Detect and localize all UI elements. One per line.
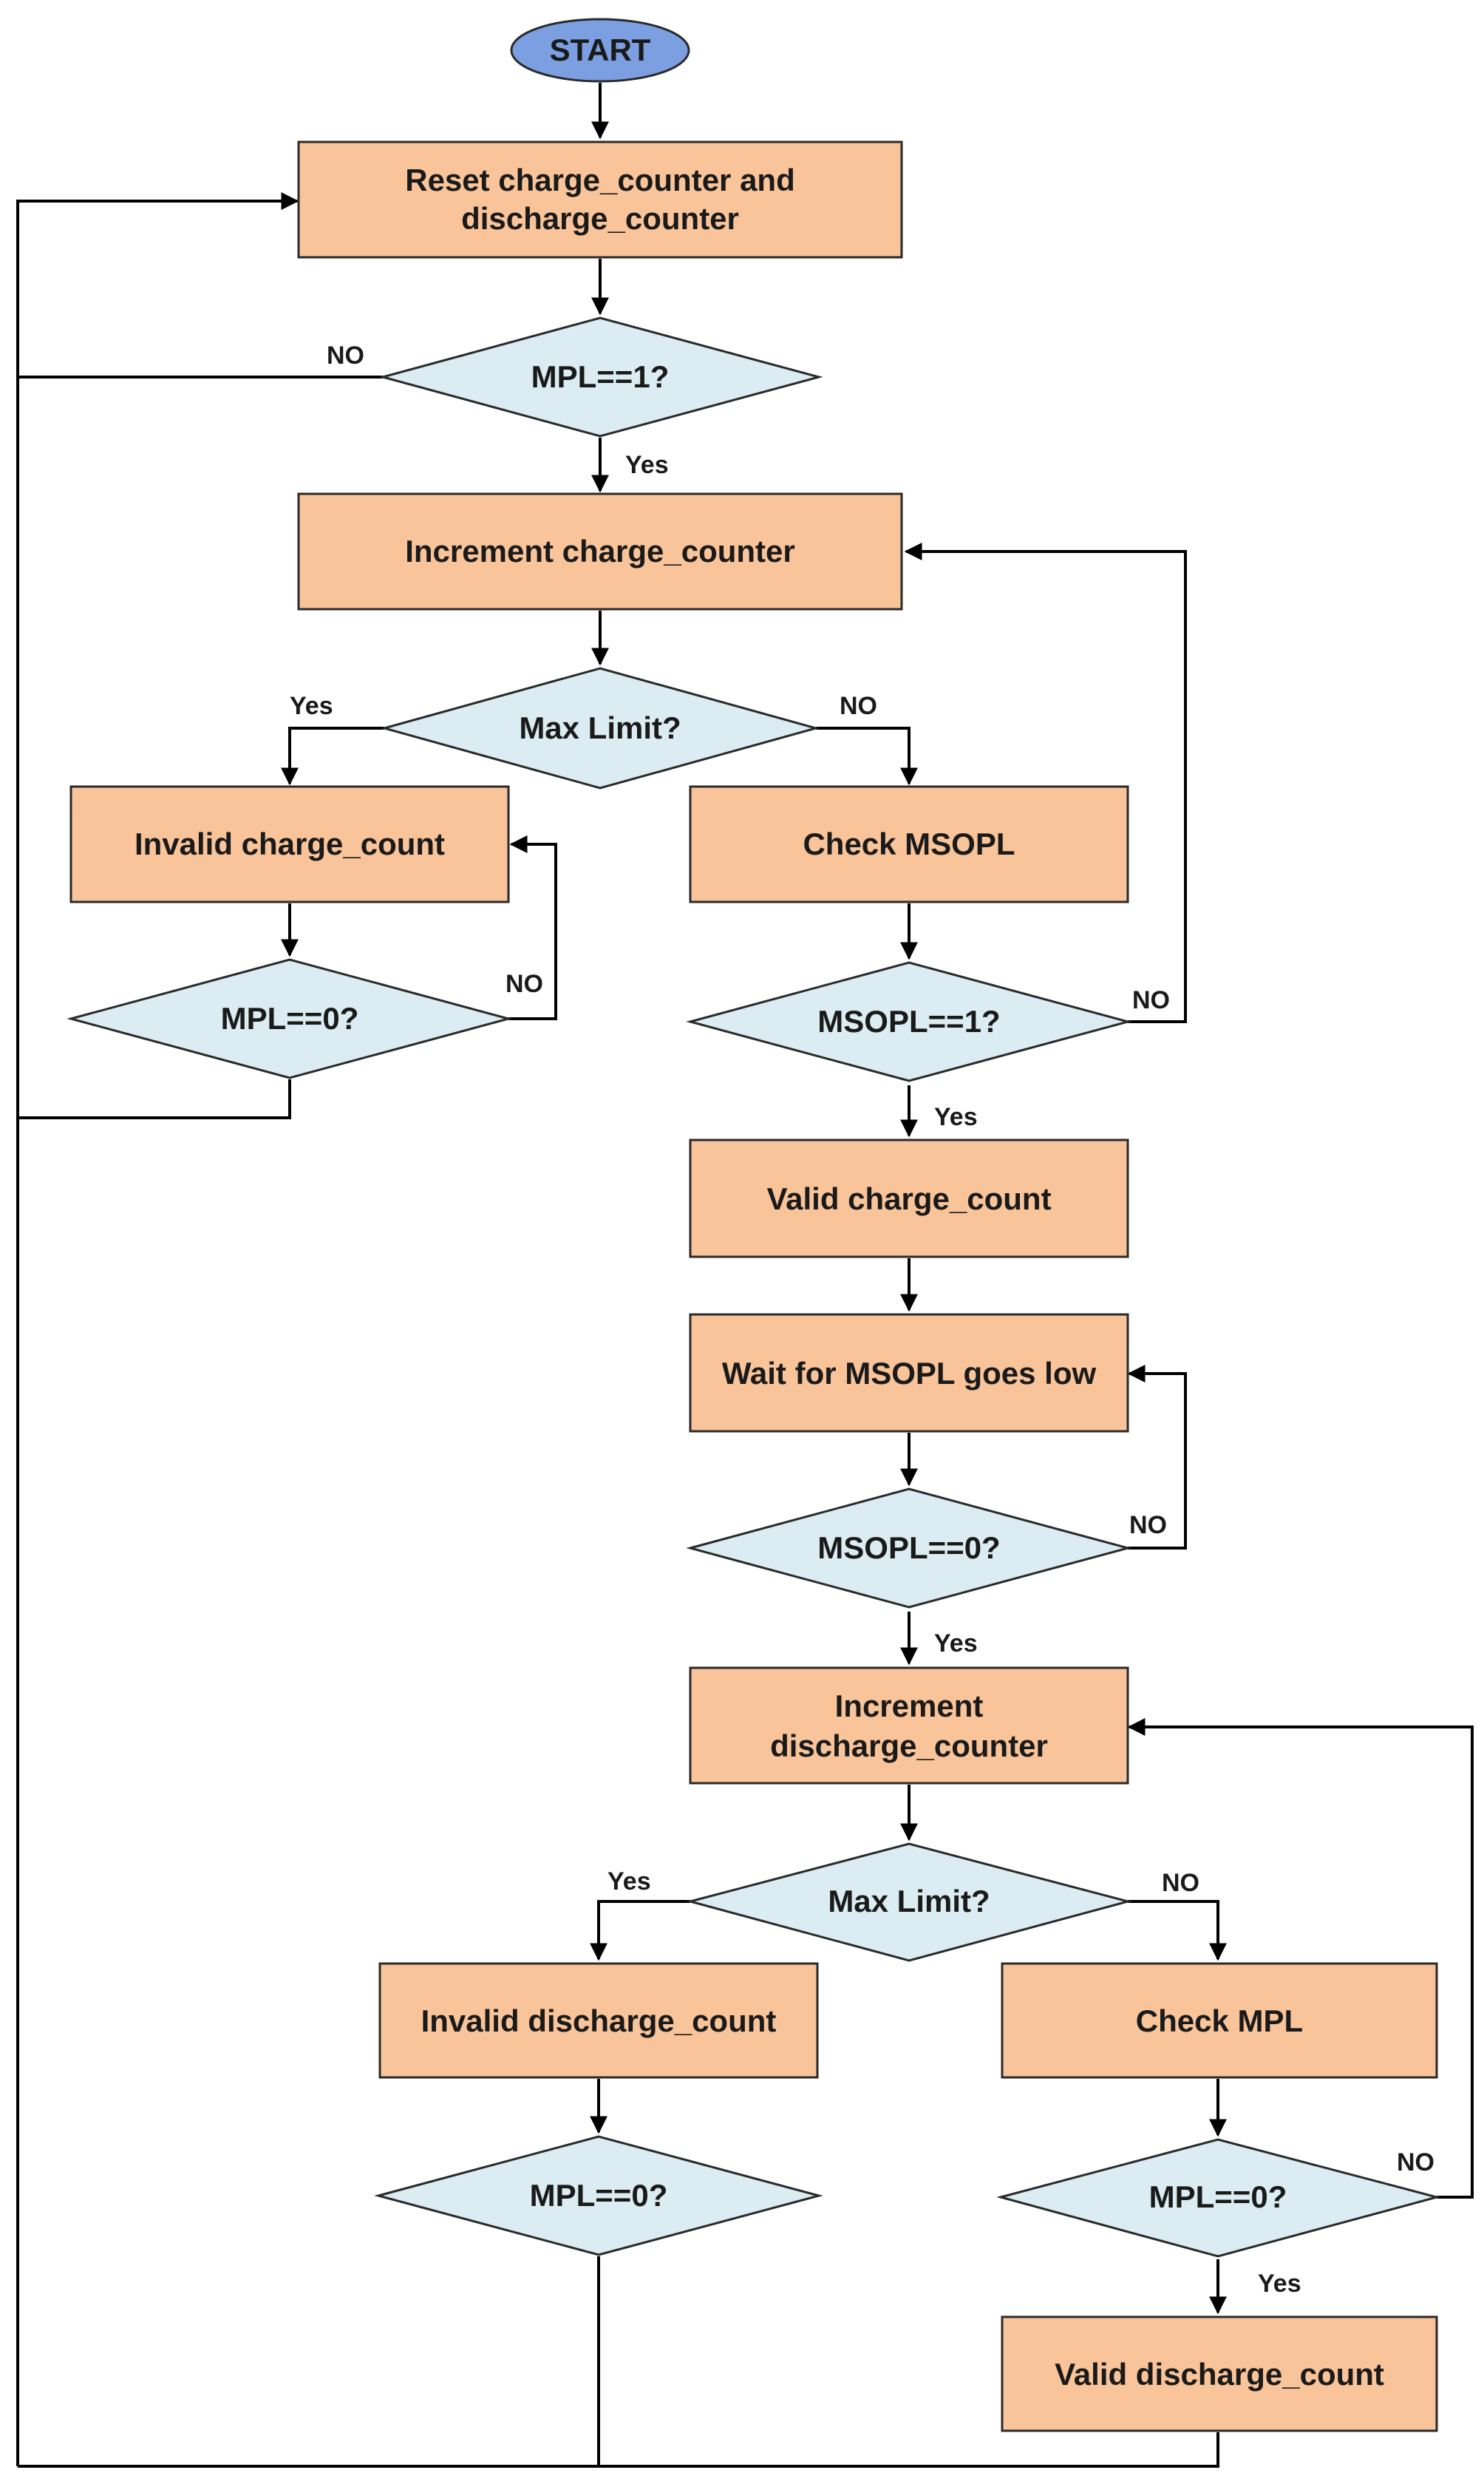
start-terminal: START <box>510 18 690 83</box>
connector-return-loop <box>16 192 299 2466</box>
check-msopl-process: Check MSOPL <box>689 785 1129 903</box>
msopl-eq-1-decision: MSOPL==1? <box>686 961 1132 1082</box>
check-mpl-label: Check MPL <box>1136 2003 1303 2038</box>
max-limit-discharge-label: Max Limit? <box>828 1884 990 1918</box>
edge-label-maxlimit1-no: NO <box>840 692 877 720</box>
invalid-charge-label: Invalid charge_count <box>135 827 445 861</box>
connector-mpl0a-exit <box>18 1079 291 1119</box>
edge-label-mpl1-no: NO <box>327 342 364 370</box>
connectors <box>16 83 1474 2468</box>
increment-charge-label: Increment charge_counter <box>405 534 795 569</box>
edge-label-mpl0c-no: NO <box>1397 2148 1434 2176</box>
check-mpl-process: Check MPL <box>1001 1962 1438 2079</box>
connector-msopl1-no <box>904 543 1187 1023</box>
start-label: START <box>550 33 651 67</box>
increment-discharge-process: Increment discharge_counter <box>689 1666 1129 1785</box>
connector-maxlimit1-no <box>816 727 918 786</box>
valid-discharge-process: Valid discharge_count <box>1001 2315 1438 2432</box>
wait-msopl-low-label: Wait for MSOPL goes low <box>722 1356 1097 1391</box>
connector-maxlimit2-yes <box>590 1900 690 1961</box>
mpl-eq-0-discharge-right-decision: MPL==0? <box>996 2138 1441 2258</box>
edge-label-mpl1-yes: Yes <box>625 451 669 479</box>
mpl-eq-1-label: MPL==1? <box>531 359 670 394</box>
reset-counters-process: Reset charge_counter and discharge_count… <box>297 140 903 259</box>
connector-mpl0c-no <box>1127 1718 1474 2199</box>
edge-label-msopl1-no: NO <box>1132 986 1170 1014</box>
connector-msopl0-no <box>1127 1365 1187 1550</box>
msopl-eq-1-label: MSOPL==1? <box>817 1004 1000 1039</box>
connector-mpl0a-no <box>508 835 557 1020</box>
connector-maxlimit2-no <box>1128 1900 1227 1961</box>
edge-label-mpl0c-yes: Yes <box>1258 2270 1301 2298</box>
increment-discharge-label-line2: discharge_counter <box>770 1728 1048 1763</box>
reset-label-line1: Reset charge_counter and <box>405 163 795 197</box>
max-limit-charge-label: Max Limit? <box>519 710 681 745</box>
invalid-charge-process: Invalid charge_count <box>69 785 510 903</box>
edge-label-maxlimit2-yes: Yes <box>607 1867 651 1896</box>
connector-maxlimit1-yes <box>281 727 384 786</box>
mpl-eq-0-charge-decision: MPL==0? <box>67 958 513 1079</box>
edge-label-mpl0a-no: NO <box>506 970 543 998</box>
connector-validdis-exit <box>18 2432 1219 2468</box>
edge-label-maxlimit1-yes: Yes <box>290 692 333 720</box>
increment-discharge-label-line1: Increment <box>835 1689 984 1723</box>
valid-charge-process: Valid charge_count <box>689 1138 1129 1258</box>
mpl-eq-1-decision: MPL==1? <box>378 316 823 438</box>
valid-discharge-label: Valid discharge_count <box>1055 2357 1384 2392</box>
edge-label-msopl0-no: NO <box>1129 1511 1167 1539</box>
msopl-eq-0-decision: MSOPL==0? <box>686 1487 1132 1609</box>
edge-label-msopl0-yes: Yes <box>934 1629 978 1657</box>
edge-label-maxlimit2-no: NO <box>1162 1869 1199 1897</box>
reset-label-line2: discharge_counter <box>461 201 739 236</box>
mpl-eq-0-charge-label: MPL==0? <box>221 1001 359 1036</box>
max-limit-discharge-decision: Max Limit? <box>686 1842 1132 1962</box>
increment-charge-process: Increment charge_counter <box>297 492 903 611</box>
edge-labels: NO Yes Yes NO NO NO Yes NO Yes Yes NO NO… <box>290 342 1434 2298</box>
mpl-eq-0-discharge-left-decision: MPL==0? <box>374 2135 823 2256</box>
mpl-eq-0-discharge-right-label: MPL==0? <box>1149 2179 1287 2214</box>
valid-charge-label: Valid charge_count <box>766 1181 1051 1216</box>
msopl-eq-0-label: MSOPL==0? <box>817 1530 1000 1565</box>
edge-label-msopl1-yes: Yes <box>934 1103 978 1131</box>
mpl-eq-0-discharge-left-label: MPL==0? <box>530 2178 668 2213</box>
max-limit-charge-decision: Max Limit? <box>380 667 820 790</box>
check-msopl-label: Check MSOPL <box>803 827 1015 861</box>
invalid-discharge-label: Invalid discharge_count <box>421 2003 777 2038</box>
wait-msopl-low-process: Wait for MSOPL goes low <box>689 1313 1129 1433</box>
invalid-discharge-process: Invalid discharge_count <box>378 1962 819 2079</box>
